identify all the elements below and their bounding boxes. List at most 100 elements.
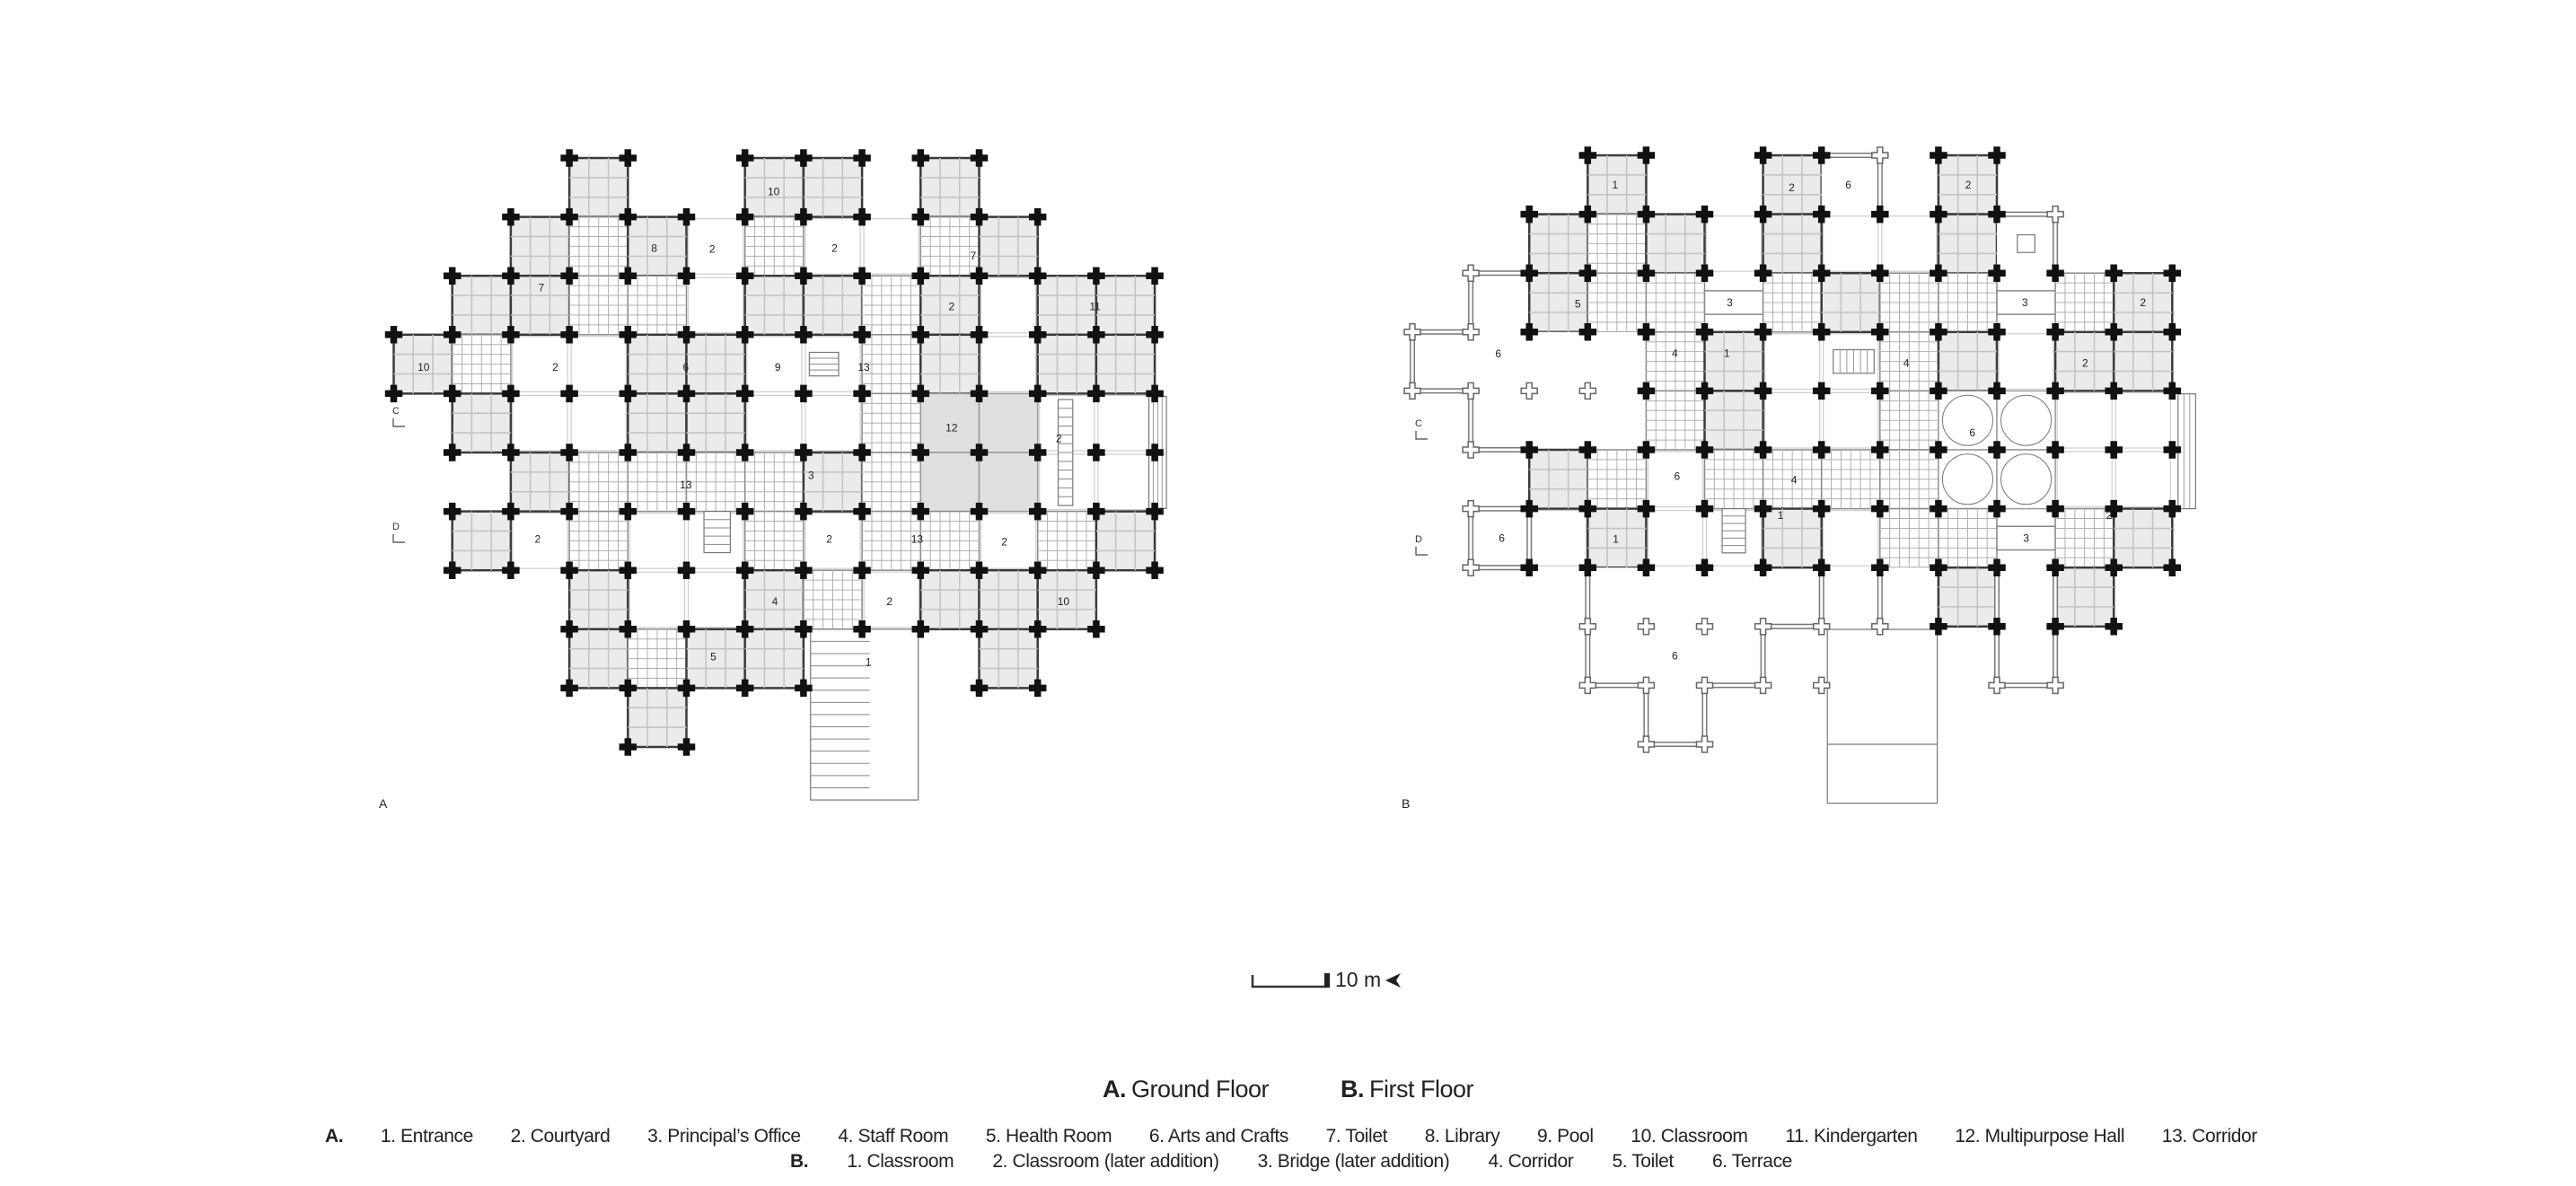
room-number-label: 2 — [1789, 181, 1795, 194]
classroom-cell — [978, 215, 1039, 277]
column-post — [619, 502, 637, 521]
column-post — [1695, 735, 1714, 753]
column-post — [502, 502, 520, 521]
column-post — [1988, 323, 2006, 341]
legend-item: 4. Corridor — [1488, 1151, 1574, 1172]
column-post — [1871, 499, 1889, 518]
room-number-label: 5 — [710, 651, 717, 663]
column-post — [560, 267, 578, 285]
column-post — [560, 679, 578, 698]
column-post — [1754, 558, 1772, 576]
column-post — [560, 620, 578, 638]
column-post — [2163, 382, 2182, 400]
column-post — [2046, 618, 2064, 636]
room-number-label: 2 — [886, 595, 892, 608]
column-post — [853, 384, 871, 403]
room-number-label: 2 — [552, 361, 558, 373]
room-number-label: 6 — [1675, 470, 1681, 483]
classroom-cell — [2053, 330, 2115, 392]
open-cell — [804, 512, 861, 569]
column-post — [911, 502, 930, 521]
column-post — [502, 207, 520, 226]
column-post — [2046, 499, 2064, 518]
column-post — [1754, 676, 1772, 695]
column-post — [1812, 676, 1831, 695]
scale-label: 10 m — [1335, 968, 1382, 991]
open-cell — [1763, 391, 1821, 449]
classroom-cell — [1703, 390, 1764, 452]
open-cell — [804, 394, 861, 452]
column-post — [853, 149, 871, 167]
column-post — [677, 679, 696, 698]
legend-item: 5. Health Room — [985, 1126, 1112, 1146]
column-post — [970, 207, 989, 226]
bridge-cell — [1996, 290, 2056, 315]
room-number-label: 10 — [418, 361, 430, 373]
room-number-label: 10 — [1058, 595, 1070, 608]
open-cell — [1823, 215, 1879, 272]
column-post — [1930, 499, 1947, 518]
column-post — [970, 326, 989, 344]
column-post — [735, 149, 754, 167]
column-post — [1578, 382, 1597, 400]
terrace-cell — [1646, 567, 1705, 627]
terrace-cell — [1471, 391, 1530, 450]
column-post — [1520, 441, 1538, 459]
column-post — [1871, 441, 1889, 459]
terrace-cell — [1412, 331, 1472, 391]
column-post — [677, 561, 696, 579]
column-post — [677, 326, 696, 344]
column-post — [795, 267, 813, 285]
legend-item: 6. Arts and Crafts — [1148, 1126, 1288, 1146]
open-cell — [570, 336, 627, 392]
column-post — [1578, 323, 1597, 341]
column-post — [735, 502, 754, 521]
terrace-cell — [1996, 390, 2056, 451]
column-post — [1520, 499, 1538, 518]
classroom-cell — [1036, 274, 1098, 337]
classroom-cell — [1095, 274, 1156, 337]
column-post — [1637, 382, 1656, 400]
column-post — [795, 561, 813, 579]
column-post — [619, 679, 637, 698]
column-post — [1403, 382, 1421, 400]
scale-bar — [1251, 973, 1330, 988]
terrace-cell — [1587, 567, 1647, 627]
room-number-label: 5 — [1575, 297, 1581, 310]
room-number-label: 2 — [683, 562, 690, 575]
column-post — [1754, 264, 1772, 282]
column-post — [1871, 205, 1889, 224]
column-post — [1988, 558, 2006, 576]
column-post — [1988, 618, 2006, 636]
open-cell — [746, 394, 803, 452]
column-post — [970, 444, 989, 461]
column-post — [2163, 499, 2182, 518]
column-post — [677, 207, 696, 226]
column-post — [619, 149, 637, 167]
column-post — [1988, 264, 2006, 282]
room-number-label: 3 — [2022, 296, 2028, 309]
hall-cell — [919, 452, 980, 513]
column-post — [911, 620, 930, 638]
open-cell — [629, 512, 686, 569]
room-number-label: 6 — [683, 361, 690, 373]
column-post — [1988, 382, 2006, 400]
column-post — [1578, 146, 1597, 164]
open-cell — [2114, 391, 2171, 449]
stair-icon — [703, 510, 731, 554]
column-post — [2046, 382, 2064, 400]
terrace-cell — [1879, 567, 1939, 627]
open-cell — [1097, 394, 1154, 452]
room-number-label: 2 — [1001, 536, 1007, 549]
room-number-label: 9 — [775, 361, 781, 373]
column-post — [2105, 499, 2123, 518]
legend-item: 11. Kindergarten — [1785, 1126, 1918, 1146]
column-post — [2163, 558, 2182, 576]
room-number-label: 2 — [2082, 357, 2088, 370]
column-post — [1754, 382, 1772, 400]
classroom-cell — [919, 568, 980, 631]
skylight-square — [2017, 233, 2035, 253]
classroom-cell — [567, 568, 629, 631]
column-post — [1087, 326, 1105, 344]
